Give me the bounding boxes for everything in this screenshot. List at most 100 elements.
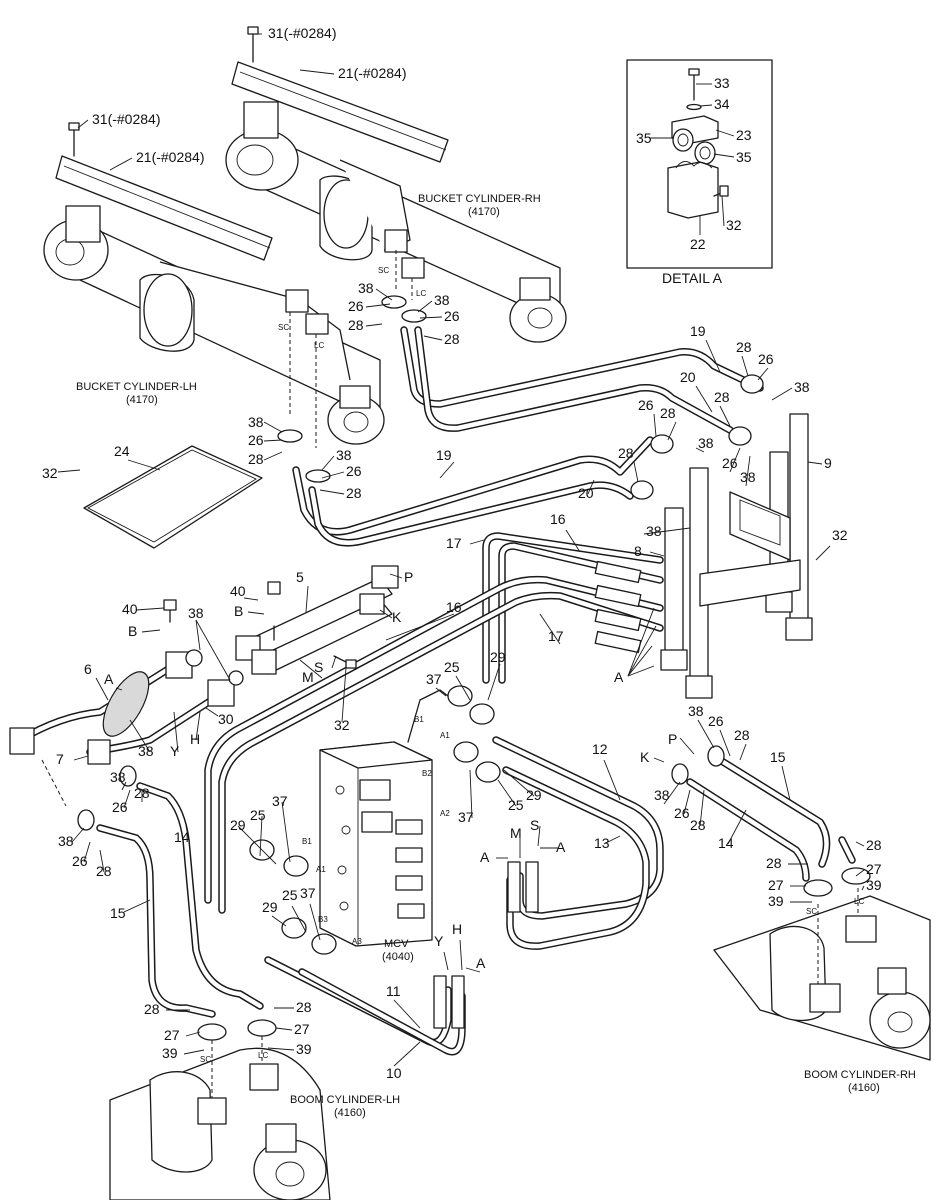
leader-line [667,421,677,441]
leader-line [487,663,501,701]
leader-line [861,885,865,891]
leader-line [135,607,165,611]
callout: 27 [768,877,784,893]
leader-line [539,613,561,645]
cover-plate-lh [55,155,273,261]
leader-line [341,667,347,723]
callout: 38 [740,469,756,485]
left-manifold [9,649,244,807]
callout: 28 [736,339,752,355]
detail-a-clamp [667,68,729,219]
callout: 28 [248,451,264,467]
leader-line [679,737,695,755]
upper-pipes-rh [292,326,764,547]
leader-line [781,765,791,801]
callout: 37 [426,671,442,687]
leader-line [281,801,291,863]
leader-line [319,489,345,495]
callout: 12 [592,741,608,757]
mcv-valve [319,689,457,947]
leader-line [699,104,713,107]
callout-labels: 31(-#0284) 21(-#0284) 31(-#0284) 21(-#02… [42,25,882,1081]
callout: A [476,955,486,971]
leader-line [263,421,283,433]
callout: 9 [824,455,832,471]
callout: 28 [866,837,882,853]
detail-a-title: DETAIL A [662,270,723,286]
leader-line [385,613,455,641]
callout: 17 [548,628,564,644]
callout: 15 [110,905,126,921]
port-marks: SC LC SC LC SC LC SC LC B1 A1 B2 A2 B1 A… [200,266,864,1064]
callout: 28 [690,817,706,833]
manifold-block [163,565,399,675]
callout: 28 [766,855,782,871]
pipes-14-15-lh [96,782,264,1018]
leader-line [705,339,721,373]
leader-line [695,447,705,453]
leader-line [771,387,793,401]
callout: 35 [736,149,752,165]
plate-24 [83,445,263,549]
leader-line [423,335,443,341]
callout: 34 [714,96,730,112]
port-mark: LC [258,1051,268,1060]
callout: 17 [446,535,462,551]
callout: 26 [722,455,738,471]
leader-line [719,405,731,427]
callout: 39 [162,1045,178,1061]
leader-line [807,461,823,465]
port-mark: A3 [352,937,362,946]
leader-line [205,707,219,717]
callout: Y [170,743,180,759]
leader-line [99,849,105,873]
caption-boom-rh-code: (4160) [848,1082,880,1094]
leader-line [653,413,657,437]
callout: 28 [714,389,730,405]
callout: A [104,671,114,687]
leader-line [365,303,391,308]
port-mark: B1 [302,837,312,846]
leader-line [127,459,161,471]
callout: 38 [794,379,810,395]
leader-line [263,439,283,442]
leader-line [267,1047,295,1051]
leader-line [365,323,383,327]
callout: 28 [144,1001,160,1017]
leader-line [115,687,123,691]
leader-line [299,659,323,679]
leader-line [243,597,259,601]
callout: 32 [334,717,350,733]
leader-line [699,789,705,827]
callout: 29 [490,649,506,665]
detail-a [626,59,773,269]
leader-line [741,355,749,377]
leader-line [121,781,127,791]
port-mark: LC [854,897,864,906]
leader-line [419,316,443,319]
leader-line [713,153,735,158]
callout: 26 [346,463,362,479]
leader-line [195,619,201,651]
port-mark: SC [806,907,817,916]
callout: 39 [296,1041,312,1057]
caption-bucket-rh-code: (4170) [468,206,500,218]
leader-line [715,129,735,137]
callout: 38 [646,523,662,539]
leader-line [129,719,151,753]
leader-line [271,915,287,927]
bucket-cylinder-rh [225,26,567,343]
leader-line [331,655,337,669]
callout: 19 [690,323,706,339]
callout: B [128,623,137,639]
flange-parts [77,295,871,1041]
leader-line [459,939,463,971]
port-mark: SC [378,266,389,275]
callout: 16 [550,511,566,527]
leader-line [627,607,655,677]
leader-line [195,711,201,741]
callout: 27 [294,1021,310,1037]
boom-cylinder-lh [109,1036,331,1200]
vertical-tubes [660,413,813,699]
